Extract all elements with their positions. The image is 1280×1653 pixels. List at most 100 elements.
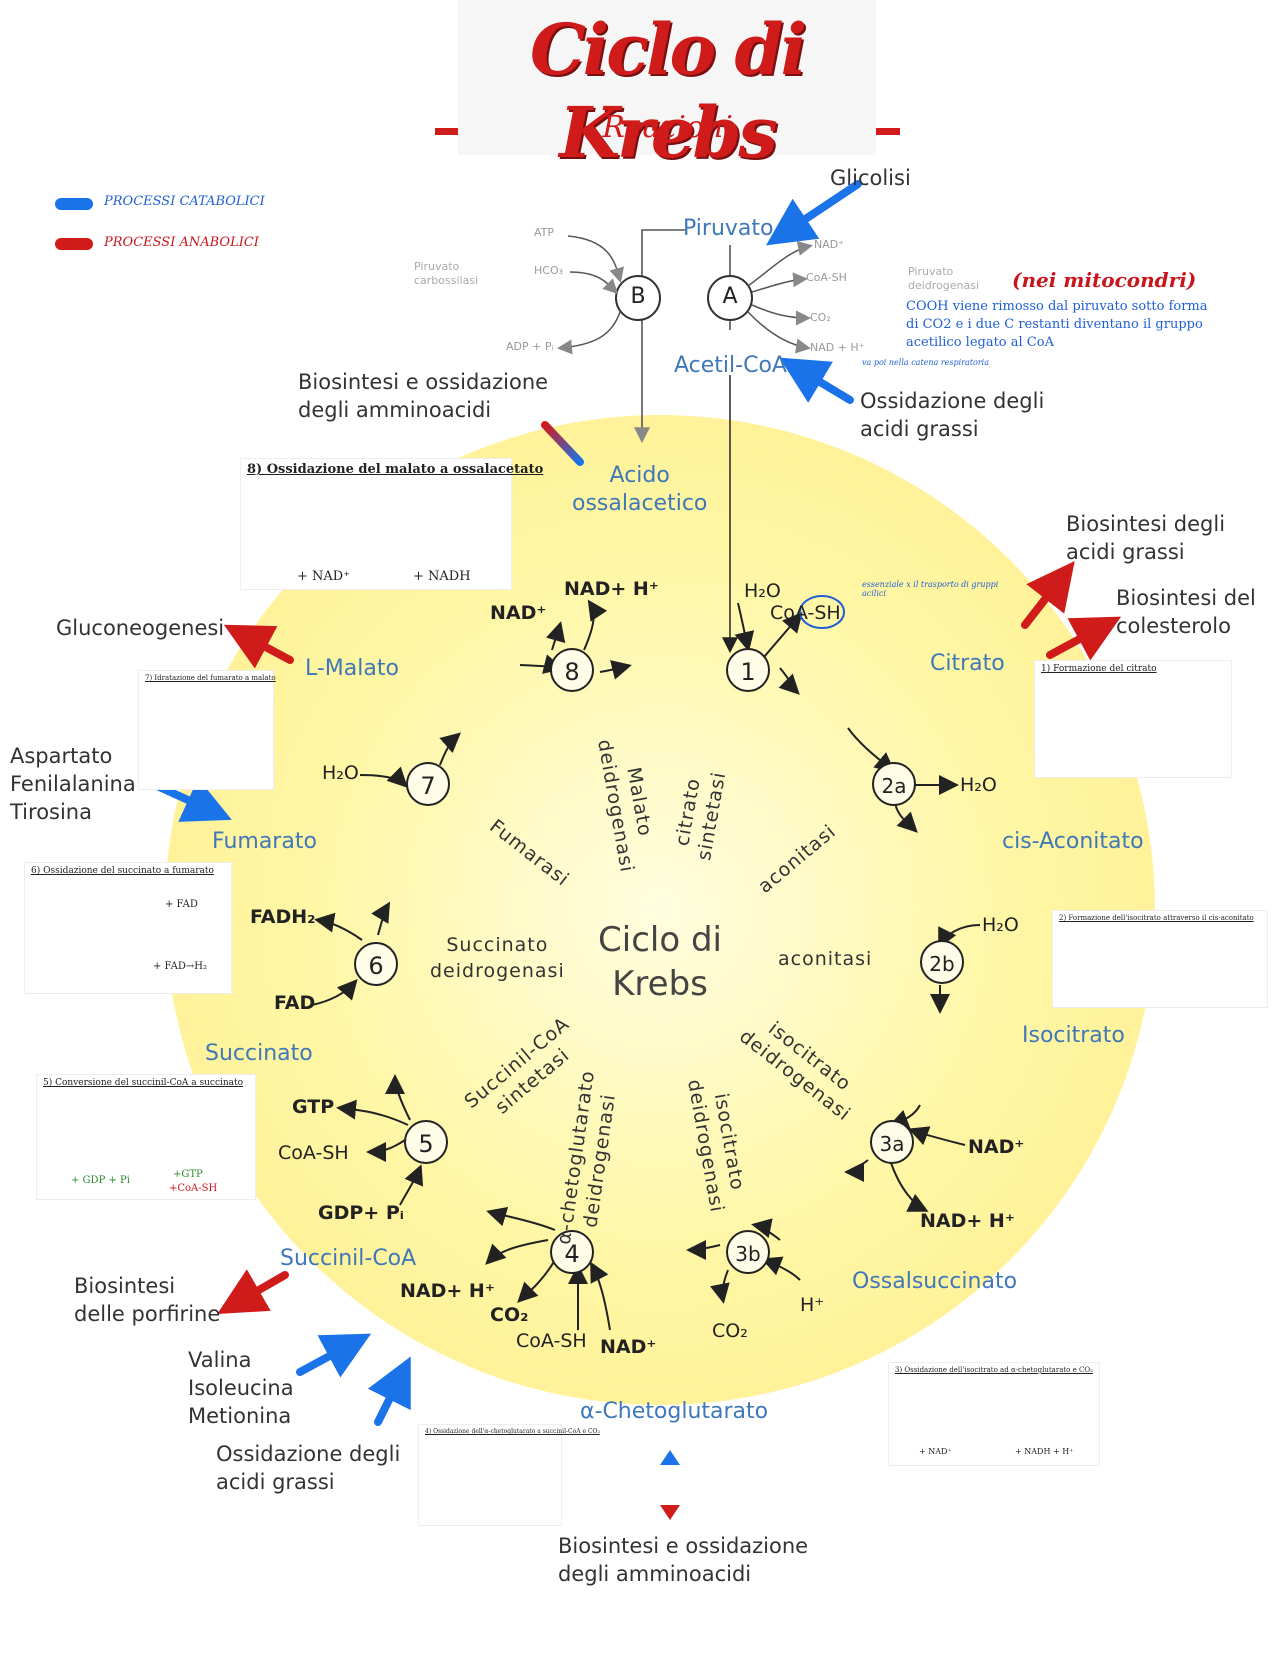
arrow-3a-out: [844, 1159, 869, 1182]
ossalacetico-label: Acido ossalacetico: [572, 463, 708, 516]
adp-label: ADP + Pᵢ: [506, 340, 554, 353]
nad-top-arrow: [747, 241, 813, 287]
porfirine-arrow: [217, 1269, 289, 1314]
box-8-nadh: + NADH: [413, 569, 471, 584]
cof-h2o-1: H₂O: [744, 580, 781, 602]
cof-gdp-5: GDP+ Pᵢ: [318, 1202, 404, 1224]
malato-label: L-Malato: [305, 656, 399, 681]
box-3-nad: + NAD⁺: [919, 1447, 952, 1456]
arrow-nad-3a: [908, 1126, 966, 1146]
piruvato-to-ossalacetico-arrow: [634, 229, 685, 444]
cof-fadh2-6: FADH₂: [250, 906, 316, 928]
legend-catabolic-label: PROCESSI CATABOLICI: [104, 194, 265, 209]
carbossilasi-label: Piruvato carbossilasi: [414, 260, 479, 287]
arrow-to-3b: [751, 1218, 781, 1241]
cof-h2o-7: H₂O: [322, 762, 359, 784]
valina-arrow: [296, 1333, 372, 1378]
piruvato-note: COOH viene rimosso dal piruvato sotto fo…: [906, 299, 1208, 350]
gluconeogenesi-arrow: [223, 624, 294, 669]
legend-catabolic-swatch: [55, 198, 93, 210]
porfirine-label: Biosintesi delle porfirine: [74, 1274, 221, 1326]
sh-highlight: [799, 595, 845, 629]
cof-fad-6: FAD: [274, 992, 316, 1014]
box-4-title: 4) Ossidazione dell'α-chetoglutarato a s…: [425, 1428, 600, 1435]
isocitrato-label: Isocitrato: [1022, 1023, 1125, 1048]
deidrogenasi-label: Piruvato deidrogenasi: [908, 265, 980, 292]
cof-nad-3a: NAD⁺: [968, 1136, 1025, 1158]
cof-co2-4: CO₂: [490, 1304, 529, 1326]
coash-top-label: CoA-SH: [806, 271, 847, 284]
cof-nadh-8: NAD+ H⁺: [564, 578, 659, 600]
legend-anabolic-label: PROCESSI ANABOLICI: [104, 235, 259, 250]
arrow-4-out: [486, 1207, 556, 1231]
cof-gtp-5: GTP: [292, 1096, 335, 1118]
arrow-3b-co2: [710, 1269, 730, 1304]
biosintesi-amminoacidi-top-arrow: [541, 421, 584, 466]
arrow-h2o-7: [359, 766, 408, 788]
citrato-label: Citrato: [930, 651, 1005, 676]
box-2-title: 2) Formazione dell'isocitrato attraverso…: [1059, 914, 1254, 922]
arrow-1-out: [778, 667, 800, 695]
coash-note: essenziale x il trasporto di gruppi acil…: [862, 580, 999, 598]
step-2a: 2a: [872, 762, 916, 806]
nad-top-label: NAD⁺: [814, 238, 845, 251]
ossidazione-grassi-bottom-arrow: [367, 1356, 411, 1426]
hco3-arrow: [569, 271, 619, 295]
legend-anabolic-swatch: [55, 238, 93, 250]
bottom-arrow-head-down: [660, 1505, 680, 1520]
biosintesi-amminoacidi-top-label: Biosintesi e ossidazione degli amminoaci…: [298, 370, 549, 422]
box-reaction-6: 6) Ossidazione del succinato a fumarato …: [24, 862, 232, 994]
box-1-title: 1) Formazione del citrato: [1041, 664, 1157, 674]
cof-nadh-3a: NAD+ H⁺: [920, 1210, 1015, 1232]
aspartato-label: Aspartato Fenilalanina Tirosina: [10, 744, 136, 824]
box-reaction-4: 4) Ossidazione dell'α-chetoglutarato a s…: [418, 1424, 600, 1526]
arrow-8-nadh: [583, 599, 608, 651]
cof-h2o-2b: H₂O: [982, 914, 1019, 936]
ossidazione-grassi-bottom-label: Ossidazione degli acidi grassi: [216, 1442, 401, 1494]
page-title: Ciclo di Krebs: [529, 8, 807, 174]
step-4: 4: [550, 1230, 594, 1274]
page-subtitle: Reazioni: [602, 110, 733, 145]
arrow-nad-8: [545, 621, 566, 651]
cof-h-3b: H⁺: [800, 1294, 825, 1316]
arrow-fad-6: [311, 978, 358, 1006]
arrow-4-co2: [517, 1259, 556, 1303]
arrow-4-nadh: [485, 1239, 549, 1265]
bottom-arrow-head-up: [660, 1450, 680, 1465]
fumarato-label: Fumarato: [212, 829, 317, 854]
cof-nad-8: NAD⁺: [490, 602, 547, 624]
title-banner: [458, 0, 876, 155]
box-5-gtp: +GTP: [173, 1169, 203, 1180]
ossalsuccinato-label: Ossalsuccinato: [852, 1269, 1018, 1294]
box-reaction-1: 1) Formazione del citrato: [1034, 660, 1232, 778]
nadh-top-arrow: [747, 311, 811, 354]
arrow-gdp-5: [399, 1164, 424, 1206]
arrow-h2o-1: [734, 602, 755, 652]
biosintesi-amminoacidi-bottom-label: Biosintesi e ossidazione degli amminoaci…: [558, 1534, 809, 1586]
enzyme-succinato-deid: Succinato deidrogenasi: [430, 934, 565, 982]
box-5-gdp: + GDP + Pi: [71, 1175, 130, 1186]
grassi-biosintesi-label: Biosintesi degli acidi grassi: [1066, 512, 1226, 564]
box-6-title: 6) Ossidazione del succinato a fumarato: [31, 866, 214, 876]
arrow-3b-out: [686, 1239, 721, 1260]
step-3b: 3b: [726, 1230, 770, 1274]
box-5-title: 5) Conversione del succinil-CoA a succin…: [43, 1078, 244, 1088]
arrow-6-out: [371, 901, 391, 936]
nadh-top-label: NAD + H⁺: [810, 341, 865, 354]
node-b-label: B: [630, 284, 646, 309]
arrow-6-fadh2: [314, 912, 363, 941]
box-reaction-3: 3) Ossidazione dell'isocitrato ad α-chet…: [888, 1362, 1100, 1466]
colesterolo-arrow: [1046, 616, 1122, 661]
box-6-fad: + FAD: [165, 899, 198, 910]
step-3a: 3a: [870, 1120, 914, 1164]
node-b-circle: [615, 275, 661, 321]
glicolisi-label: Glicolisi: [830, 166, 911, 190]
atp-label: ATP: [534, 226, 555, 239]
glicolisi-arrow: [766, 180, 862, 246]
step-2b: 2b: [920, 940, 964, 984]
cof-coash-1: CoA-SH: [770, 602, 841, 624]
enzyme-aconitasi-2: aconitasi: [778, 948, 873, 970]
box-reaction-7: 7) Idratazione del fumarato a malato: [138, 670, 276, 790]
chetoglutarato-label: α-Chetoglutarato: [580, 1399, 769, 1424]
step-1: 1: [726, 648, 770, 692]
